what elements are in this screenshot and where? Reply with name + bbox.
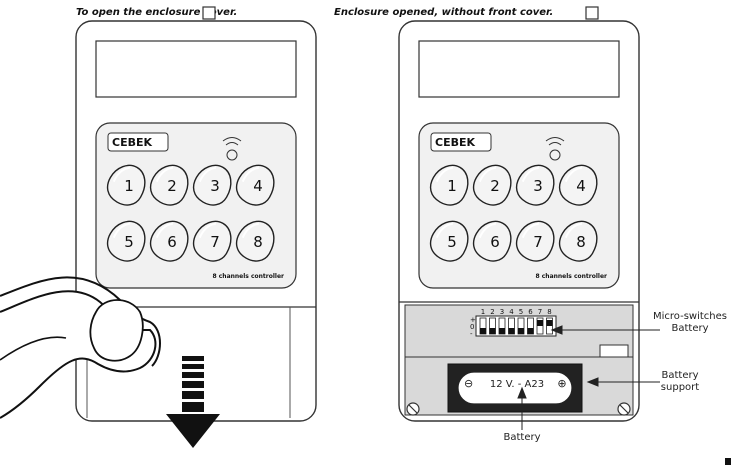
- battery-bottom-label: Battery: [503, 432, 541, 443]
- right-button-2-label: 2: [490, 177, 500, 195]
- micro-switches-battery-label: Battery: [671, 323, 709, 334]
- battery-support-label-2: support: [660, 382, 700, 393]
- battery-minus-symbol: ⊖: [464, 377, 474, 390]
- dip-plus-sign: +: [470, 316, 476, 324]
- dip-number-1: 1: [481, 308, 485, 316]
- left-button-4-label: 4: [253, 177, 263, 195]
- right-button-3-label: 3: [533, 177, 543, 195]
- battery-text: 12 V. - A23: [489, 379, 545, 390]
- battery-cell: [457, 371, 573, 405]
- right-display-window: [418, 40, 620, 98]
- right-controller-label: 8 channels controller: [535, 273, 607, 280]
- finger-illustration: [0, 276, 161, 419]
- left-button-1-label: 1: [124, 177, 134, 195]
- battery-plus-symbol: ⊕: [557, 377, 567, 390]
- dip-minus-sign: -: [470, 330, 473, 338]
- left-button-5-label: 5: [124, 233, 134, 251]
- dip-number-6: 6: [528, 308, 533, 316]
- left-button-8-label: 8: [253, 233, 263, 251]
- dip-number-8: 8: [547, 308, 551, 316]
- dip-number-5: 5: [519, 308, 523, 316]
- dip-number-3: 3: [500, 308, 504, 316]
- dip-number-4: 4: [509, 308, 514, 316]
- left-caption: To open the enclosure cover.: [76, 7, 238, 18]
- dip-number-7: 7: [538, 308, 542, 316]
- corner-mark: [725, 458, 731, 465]
- left-button-2-label: 2: [167, 177, 177, 195]
- right-button-5-label: 5: [447, 233, 457, 251]
- right-button-6-label: 6: [490, 233, 500, 251]
- right-button-7-label: 7: [533, 233, 543, 251]
- callout-lines: [517, 325, 660, 430]
- dip-switch-block: [475, 315, 557, 337]
- left-antenna-tab: [202, 6, 216, 20]
- left-button-6-label: 6: [167, 233, 177, 251]
- battery-support-label-1: Battery: [661, 370, 699, 381]
- dip-number-2: 2: [490, 308, 494, 316]
- left-display-window: [95, 40, 297, 98]
- micro-switches-label: Micro-switches: [653, 311, 727, 322]
- dip-zero-sign: 0: [470, 323, 474, 331]
- right-button-1-label: 1: [447, 177, 457, 195]
- left-button-3-label: 3: [210, 177, 220, 195]
- right-antenna-tab: [585, 6, 599, 20]
- left-controller-label: 8 channels controller: [212, 273, 284, 280]
- left-button-7-label: 7: [210, 233, 220, 251]
- down-arrow-icon: [166, 356, 220, 448]
- right-brand-logo: CEBEK: [435, 136, 475, 149]
- left-brand-logo: CEBEK: [112, 136, 152, 149]
- right-caption: Enclosure opened, without front cover.: [334, 7, 554, 18]
- right-button-4-label: 4: [576, 177, 586, 195]
- right-button-8-label: 8: [576, 233, 586, 251]
